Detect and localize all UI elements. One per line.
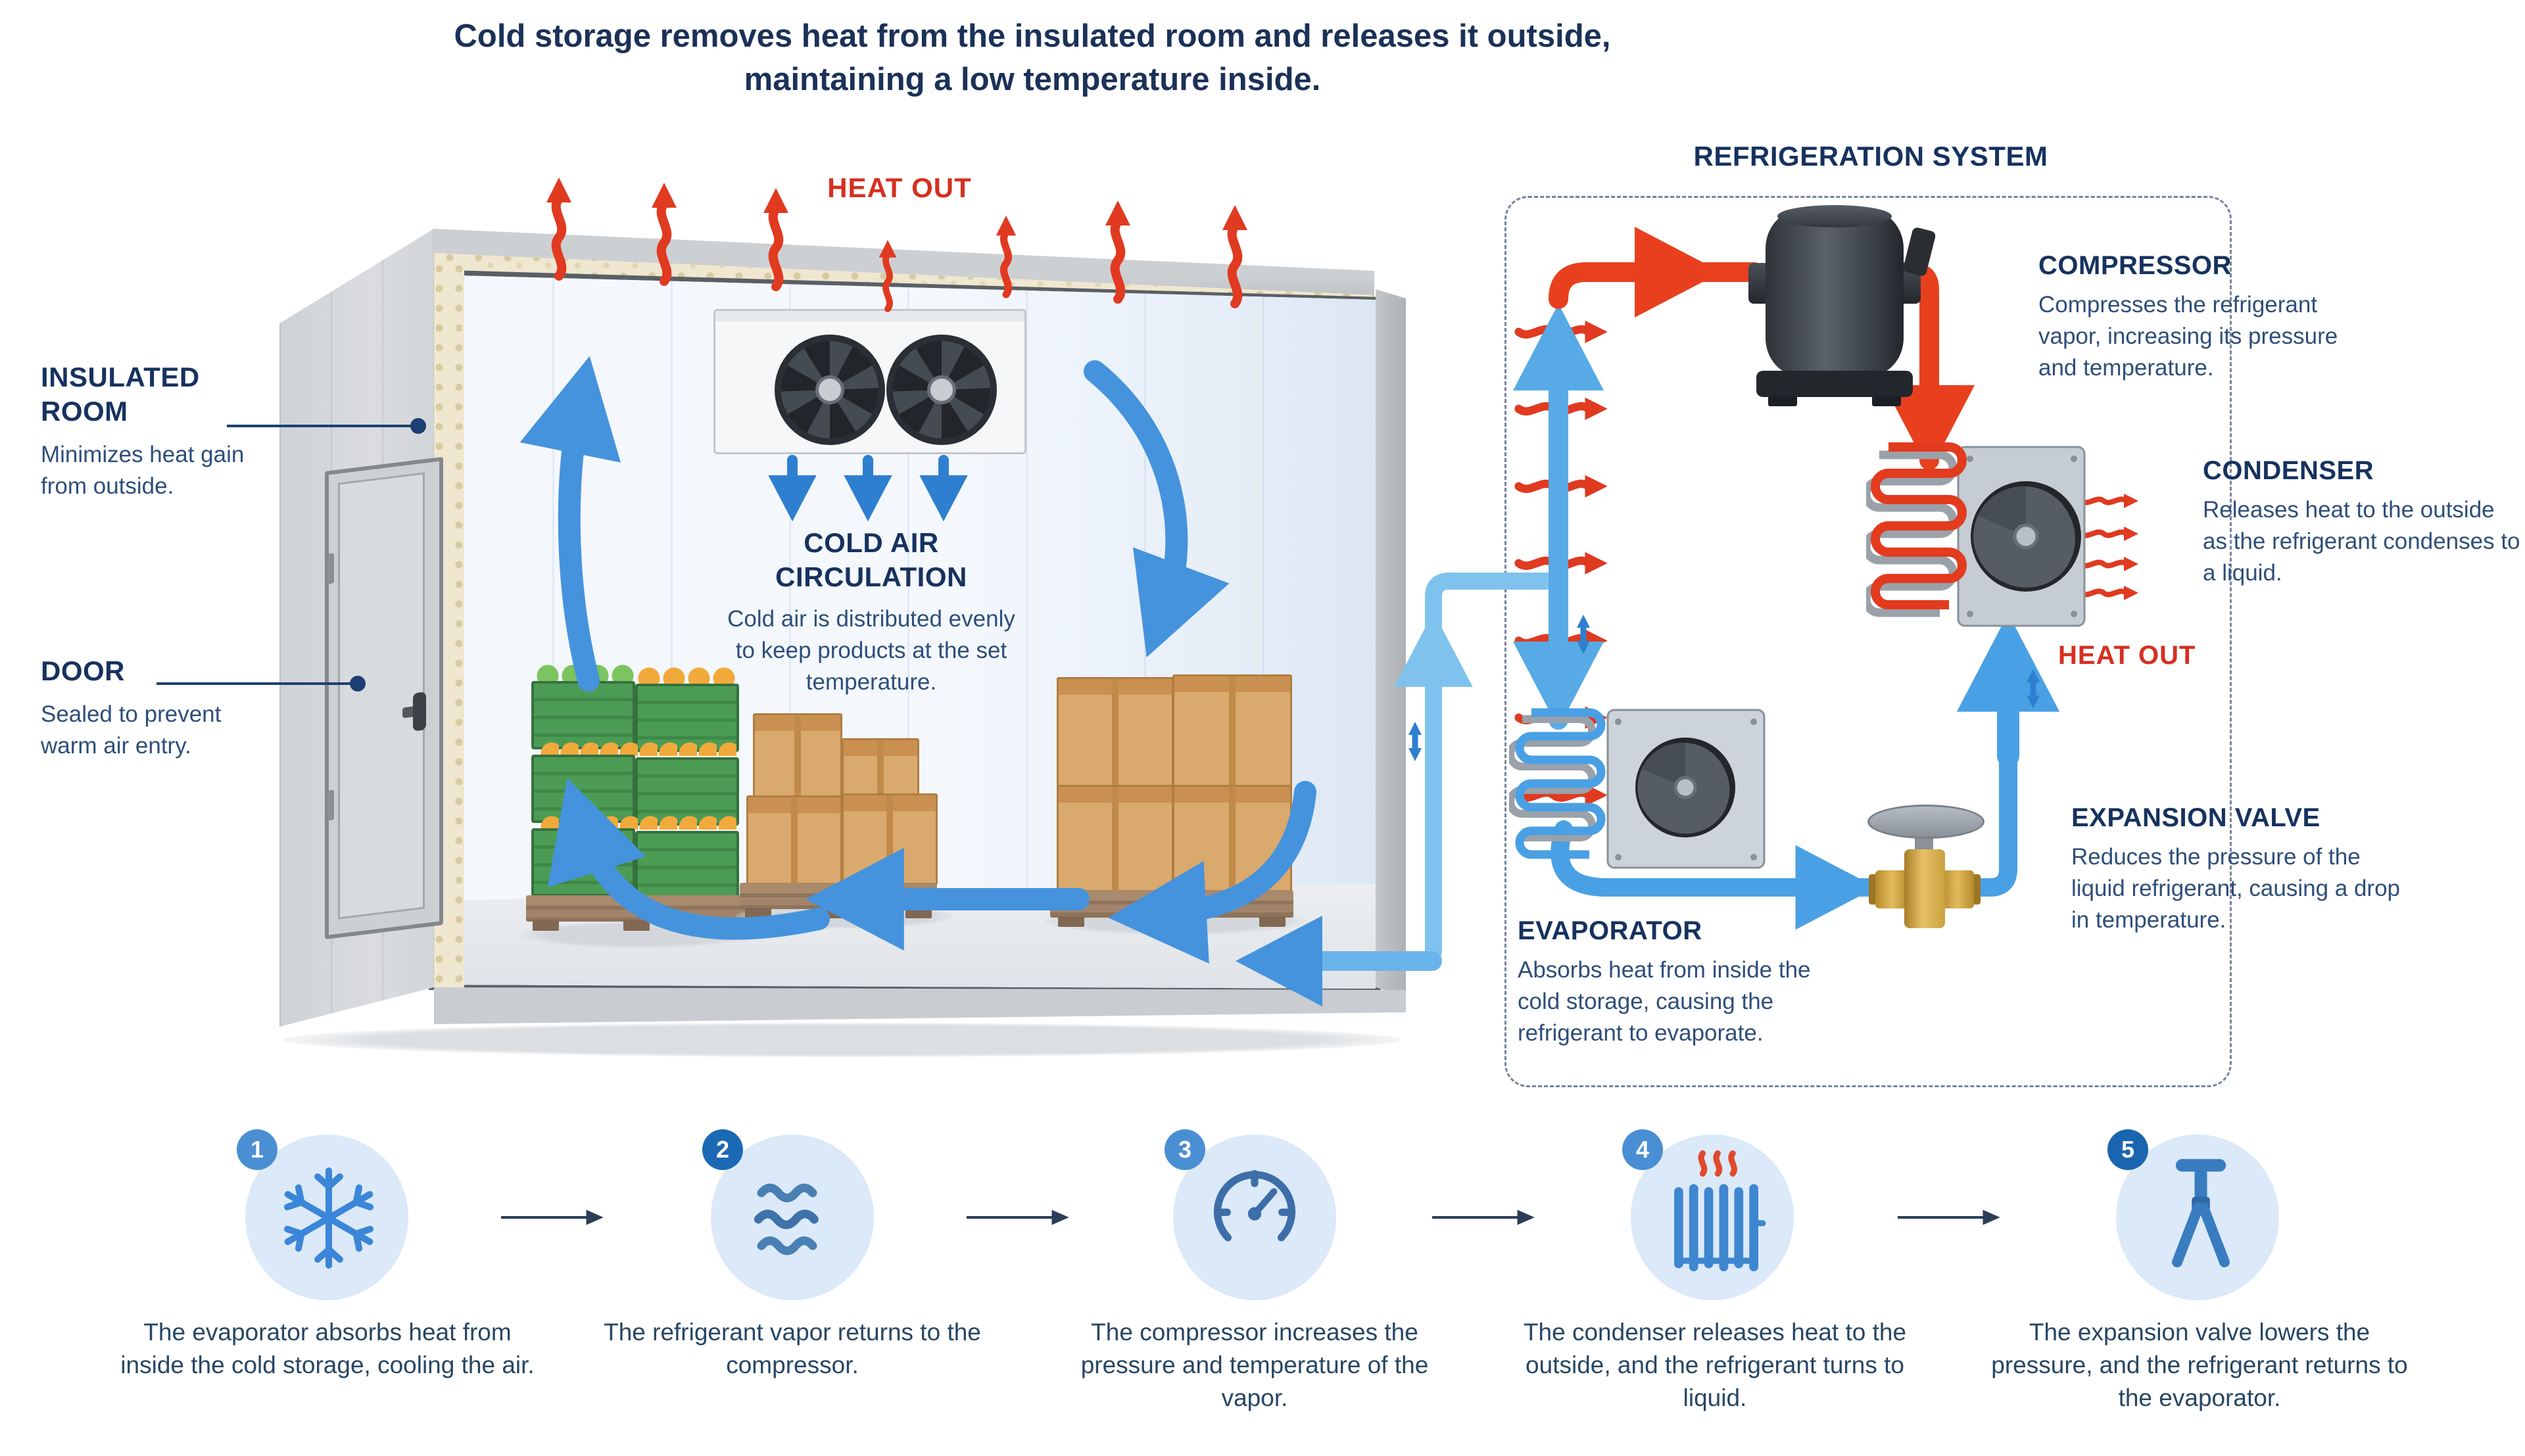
- pallet: [1050, 890, 1293, 927]
- step-1-text: The evaporator absorbs heat from inside …: [120, 1319, 535, 1378]
- produce-crate-stack: [519, 664, 756, 948]
- crate: [635, 684, 739, 752]
- compressor-body: Compresses the refrigerant vapor, increa…: [2038, 292, 2338, 381]
- room-front-floor-edge: [434, 987, 1406, 1024]
- step-3-badge: 3: [1165, 1129, 1205, 1170]
- valve-body: [1904, 849, 1945, 928]
- valve-flange: [1941, 870, 1974, 908]
- cardboard-box: [746, 795, 842, 885]
- crate: [635, 831, 739, 899]
- cardboard-box: [753, 713, 842, 797]
- door-body: Sealed to prevent warm air entry.: [41, 701, 222, 759]
- page-title: Cold storage removes heat from the insul…: [0, 14, 2065, 101]
- cardboard-box: [1172, 674, 1292, 787]
- cold-room-door: [325, 456, 443, 940]
- compressor-body: [1766, 210, 1904, 376]
- insulated-room-body: Minimizes heat gain from outside.: [41, 442, 245, 499]
- refrigeration-system-heading: REFRIGERATION SYSTEM: [1693, 141, 2048, 172]
- cardboard-box: [842, 738, 919, 797]
- cardboard-box: [1057, 677, 1174, 787]
- cold-air-heading: COLD AIR CIRCULATION: [775, 527, 967, 592]
- title-line-1: Cold storage removes heat from the insul…: [454, 18, 1611, 54]
- snowflake-icon: [276, 1167, 381, 1274]
- box-pallet-small: [736, 707, 953, 929]
- ceiling-evaporator-unit: [713, 309, 1026, 454]
- step-3-text: The compressor increases the pressure an…: [1080, 1319, 1429, 1411]
- compressor-cap: [1777, 205, 1892, 227]
- compressor-foot: [1768, 396, 1797, 406]
- cardboard-box: [1172, 785, 1292, 893]
- valve-handle: [1867, 805, 1984, 839]
- crate: [531, 755, 635, 823]
- door-heading: DOOR: [41, 655, 125, 686]
- condenser-heading: CONDENSER: [2203, 456, 2374, 485]
- compressor-callout: COMPRESSOR Compresses the refrigerant va…: [2038, 248, 2367, 384]
- condenser-unit: [1866, 436, 2093, 634]
- door-panel: [338, 472, 425, 920]
- insulated-room-callout: INSULATED ROOM Minimizes heat gain from …: [41, 360, 264, 502]
- expansion-valve-unit: [1867, 799, 1992, 937]
- compressor-foot: [1872, 396, 1901, 406]
- condenser-fins: [1866, 450, 1958, 617]
- fan-icon: [775, 335, 885, 445]
- radiator-icon: [1674, 1150, 1766, 1271]
- crate: [531, 828, 635, 897]
- fan-hub: [815, 375, 844, 404]
- condenser-fan-blades: [1973, 486, 2076, 588]
- compressor-base: [1756, 371, 1913, 397]
- evaporator-body: Absorbs heat from inside the cold storag…: [1518, 957, 1811, 1046]
- expansion-valve-body: Reduces the pressure of the liquid refri…: [2071, 844, 2401, 933]
- title-line-2: maintaining a low temperature inside.: [744, 62, 1321, 97]
- insulated-room-heading: INSULATED ROOM: [41, 362, 200, 427]
- vapor-waves-icon: [754, 1183, 819, 1256]
- compressor-unit: [1748, 205, 1936, 409]
- condenser-body: Releases heat to the outside as the refr…: [2203, 497, 2520, 586]
- valve-flange: [1875, 870, 1908, 908]
- cardboard-box: [842, 793, 938, 885]
- step-5-text: The expansion valve lowers the pressure,…: [1991, 1319, 2408, 1411]
- expansion-valve-heading: EXPANSION VALVE: [2071, 803, 2321, 832]
- expansion-valve-callout: EXPANSION VALVE Reduces the pressure of …: [2071, 801, 2413, 936]
- step-2-text: The refrigerant vapor returns to the com…: [604, 1319, 981, 1378]
- fan-hub: [927, 375, 956, 404]
- evaporator-heading: EVAPORATOR: [1518, 916, 1702, 945]
- evaporator-coil: [1515, 708, 1606, 859]
- step-2-badge: 2: [702, 1129, 743, 1170]
- pallet: [526, 895, 747, 931]
- valve-icon: [2172, 1159, 2230, 1267]
- room-right-wall-edge: [1376, 289, 1406, 997]
- compressor-heading: COMPRESSOR: [2038, 251, 2232, 280]
- cardboard-box: [1057, 785, 1174, 893]
- produce-strip: [539, 741, 736, 756]
- condenser-coil: [1871, 442, 1967, 609]
- box-pallet-large: [1044, 672, 1307, 935]
- step-1-badge: 1: [237, 1129, 277, 1170]
- step-4-badge: 4: [1622, 1129, 1663, 1170]
- condenser-callout: CONDENSER Releases heat to the outside a…: [2203, 454, 2525, 589]
- cold-air-body: Cold air is distributed evenly to keep p…: [727, 606, 1015, 695]
- crate: [531, 681, 635, 749]
- door-callout: DOOR Sealed to prevent warm air entry.: [41, 654, 264, 762]
- room-ground-shadow: [283, 1023, 1401, 1057]
- door-hinge: [327, 789, 334, 821]
- step-5-badge: 5: [2107, 1129, 2148, 1170]
- pallet: [740, 883, 937, 918]
- door-hinge: [327, 553, 334, 584]
- produce-strip: [539, 815, 736, 830]
- cold-air-callout: COLD AIR CIRCULATION Cold air is distrib…: [717, 526, 1026, 698]
- step-4-text: The condenser releases heat to the outsi…: [1523, 1319, 1907, 1411]
- radiator-heat-waves: [1698, 1150, 1737, 1177]
- heat-out-top-label: HEAT OUT: [827, 172, 972, 203]
- fan-icon: [886, 335, 997, 445]
- door-handle: [413, 692, 426, 732]
- heat-out-condenser-label: HEAT OUT: [2058, 641, 2196, 670]
- evaporator-callout: EVAPORATOR Absorbs heat from inside the …: [1518, 914, 1833, 1049]
- pressure-gauge-icon: [1213, 1169, 1296, 1242]
- evaporator-unit: [1509, 702, 1772, 880]
